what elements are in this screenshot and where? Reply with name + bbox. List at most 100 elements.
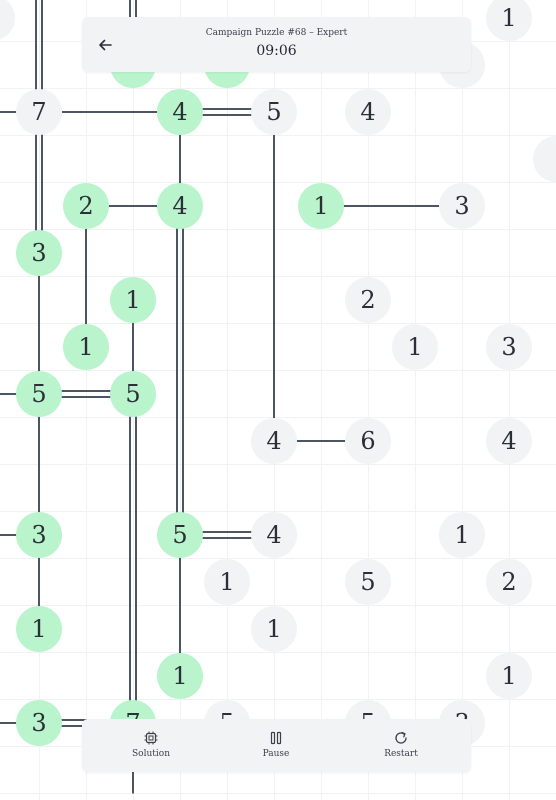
island-value: 4 [501, 427, 516, 455]
island[interactable]: 3 [16, 512, 62, 558]
island[interactable]: 1 [16, 606, 62, 652]
island[interactable]: 1 [204, 559, 250, 605]
restart-label: Restart [384, 749, 418, 759]
island[interactable]: 1 [298, 183, 344, 229]
island[interactable]: 2 [345, 277, 391, 323]
island-solved-circle[interactable] [16, 700, 62, 746]
island-solved-circle[interactable] [298, 183, 344, 229]
island[interactable]: 3 [439, 183, 485, 229]
island[interactable]: 5 [16, 371, 62, 417]
island[interactable]: 1 [63, 324, 109, 370]
island[interactable]: 4 [157, 183, 203, 229]
island-value: 1 [313, 192, 328, 220]
island[interactable]: 4 [486, 418, 532, 464]
island[interactable]: 5 [110, 371, 156, 417]
island-value: 3 [454, 192, 469, 220]
island-value: 1 [501, 662, 516, 690]
island-circle[interactable] [251, 89, 297, 135]
back-button[interactable] [90, 30, 120, 60]
island-solved-circle[interactable] [16, 230, 62, 276]
timer: 09:06 [256, 43, 297, 59]
island[interactable]: 3 [486, 324, 532, 370]
island-circle[interactable] [345, 89, 391, 135]
island-value: 1 [266, 615, 281, 643]
island-solved-circle[interactable] [110, 277, 156, 323]
island-solved-circle[interactable] [63, 183, 109, 229]
island-value: 4 [172, 98, 187, 126]
island-circle[interactable] [439, 183, 485, 229]
island[interactable]: 5 [345, 559, 391, 605]
island[interactable]: 1 [486, 653, 532, 699]
island-circle[interactable] [204, 559, 250, 605]
island-circle[interactable] [251, 418, 297, 464]
island[interactable]: 1 [392, 324, 438, 370]
island[interactable]: 5 [157, 512, 203, 558]
pause-button[interactable]: Pause [236, 729, 316, 759]
island-value: 5 [360, 568, 375, 596]
island[interactable]: 3 [16, 700, 62, 746]
island-circle[interactable] [345, 418, 391, 464]
island-circle[interactable] [486, 653, 532, 699]
island-solved-circle[interactable] [157, 183, 203, 229]
island[interactable]: 4 [251, 512, 297, 558]
island-value: 4 [266, 427, 281, 455]
island-solved-circle[interactable] [16, 371, 62, 417]
island-circle[interactable] [486, 324, 532, 370]
solution-button[interactable]: Solution [111, 729, 191, 759]
island-circle[interactable] [345, 559, 391, 605]
island[interactable]: 6 [345, 418, 391, 464]
island[interactable]: 2 [486, 559, 532, 605]
island-solved-circle[interactable] [157, 89, 203, 135]
island-solved-circle[interactable] [16, 606, 62, 652]
island[interactable]: 4 [345, 89, 391, 135]
island-value: 1 [172, 662, 187, 690]
island-value: 3 [501, 333, 516, 361]
island[interactable]: 7 [16, 89, 62, 135]
island-solved-circle[interactable] [157, 653, 203, 699]
island[interactable]: 2 [63, 183, 109, 229]
island-value: 4 [266, 521, 281, 549]
island-value: 3 [31, 709, 46, 737]
island-value: 3 [31, 521, 46, 549]
island[interactable]: 1 [157, 653, 203, 699]
solution-label: Solution [132, 749, 170, 759]
restart-button[interactable]: Restart [361, 729, 441, 759]
island[interactable]: 3 [16, 230, 62, 276]
island-circle[interactable] [486, 418, 532, 464]
island[interactable]: 4 [157, 89, 203, 135]
pause-icon [270, 731, 282, 745]
island-partial[interactable] [0, 0, 15, 41]
island-circle[interactable] [486, 0, 532, 41]
island[interactable]: 5 [251, 89, 297, 135]
island-solved-circle[interactable] [16, 512, 62, 558]
island-circle[interactable] [392, 324, 438, 370]
pause-label: Pause [262, 749, 290, 759]
island[interactable]: 4 [251, 418, 297, 464]
island-partial[interactable] [533, 136, 556, 182]
island-value: 6 [360, 427, 375, 455]
island-solved-circle[interactable] [157, 512, 203, 558]
island[interactable]: 1 [251, 606, 297, 652]
island-value: 2 [78, 192, 93, 220]
island-circle[interactable] [251, 606, 297, 652]
chip-icon [144, 731, 158, 745]
island-value: 1 [454, 521, 469, 549]
island[interactable]: 1 [110, 277, 156, 323]
island[interactable]: 1 [439, 512, 485, 558]
island-value: 1 [31, 615, 46, 643]
island[interactable]: 1 [486, 0, 532, 41]
island-value: 1 [501, 4, 516, 32]
island-circle[interactable] [439, 512, 485, 558]
island-circle[interactable] [16, 89, 62, 135]
island-value: 1 [219, 568, 234, 596]
island-solved-circle[interactable] [110, 371, 156, 417]
island-circle[interactable] [345, 277, 391, 323]
island-solved-circle[interactable] [63, 324, 109, 370]
island-value: 2 [501, 568, 516, 596]
island-circle[interactable] [251, 512, 297, 558]
island-circle[interactable] [486, 559, 532, 605]
restart-icon [395, 731, 407, 744]
bottom-toolbar: Solution Pause Restart [82, 719, 471, 772]
